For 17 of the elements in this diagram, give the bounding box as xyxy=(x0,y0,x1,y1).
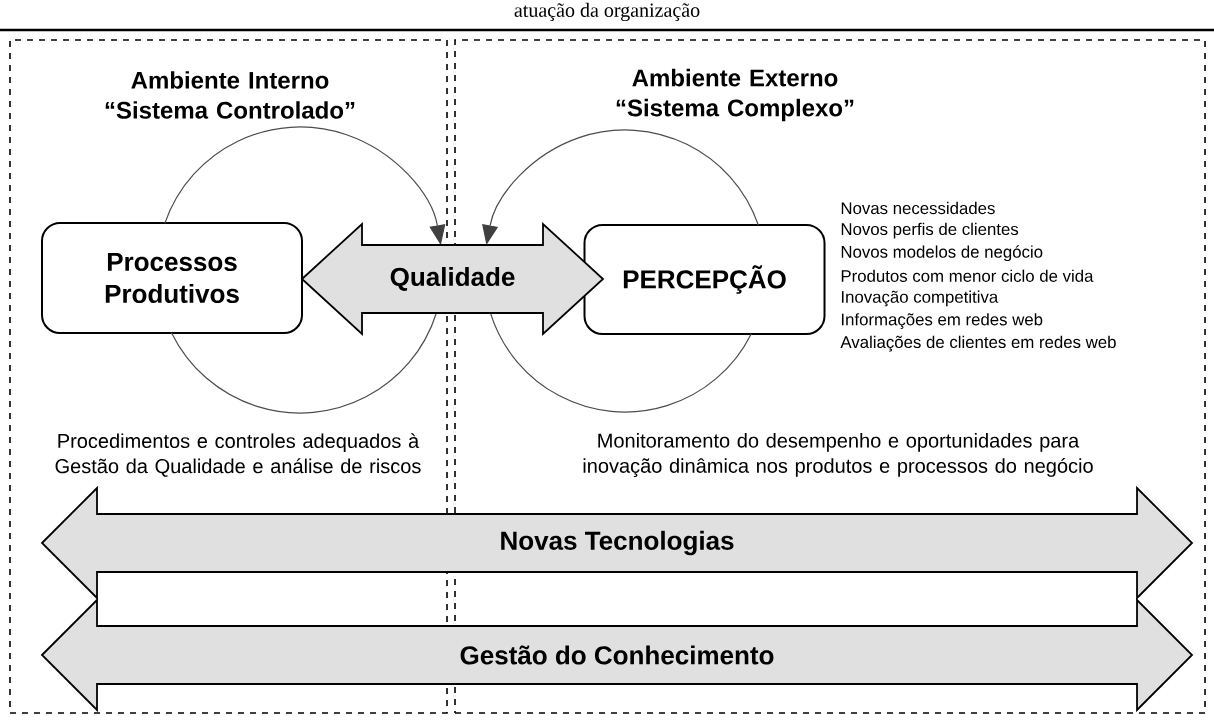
list-item: Novos modelos de negócio xyxy=(841,245,1043,262)
list-item: Novos perfis de clientes xyxy=(841,222,1019,239)
panel-heading: Ambiente Externo “Sistema Complexo” xyxy=(616,68,854,122)
process-box: PERCEPÇÃO xyxy=(583,224,826,335)
panel-text: Procedimentos e controles adequados à Gestão da Qualidade e análise de riscos xyxy=(55,433,421,477)
list-item: Novas necessidades xyxy=(841,201,995,215)
cycle-arc xyxy=(170,312,437,414)
caption-text: atuação da organização xyxy=(514,2,700,22)
edge-label: Qualidade xyxy=(387,265,518,293)
panel-heading: Ambiente Interno “Sistema Controlado” xyxy=(105,71,355,119)
cycle-arc xyxy=(489,312,752,413)
process-box: Processos Produtivos xyxy=(41,222,303,334)
panel-text: Monitoramento do desempenho e oportunidades para inovação dinâmica nos produtos e processos do negócio xyxy=(583,433,1093,477)
list-item: Avaliações de clientes em redes web xyxy=(840,335,1116,352)
list-item: Informações em redes web xyxy=(841,313,1043,329)
list-item: Produtos com menor ciclo de vida xyxy=(841,269,1094,282)
list-item: Inovação competitiva xyxy=(841,290,999,307)
